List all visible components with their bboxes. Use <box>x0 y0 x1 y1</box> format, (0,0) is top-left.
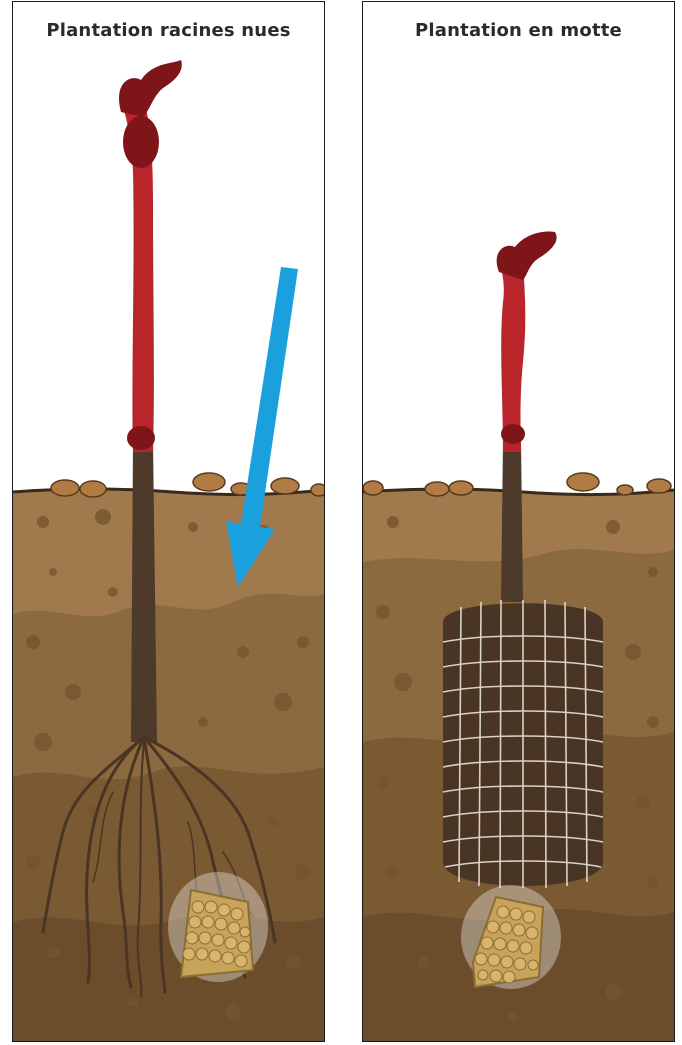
root-ball-illustration <box>363 2 674 1041</box>
fertilizer-bag-icon <box>461 885 561 989</box>
root-ball <box>443 600 603 888</box>
rootstock-trunk <box>131 442 157 742</box>
panel-root-ball: Plantation en motte <box>362 1 675 1042</box>
panel-title-bare-root: Plantation racines nues <box>13 20 324 41</box>
fertilizer-bag-icon <box>168 872 268 982</box>
panel-bare-root: Plantation racines nues <box>12 1 325 1042</box>
bare-root-illustration <box>13 2 324 1041</box>
grape-cane <box>501 264 525 452</box>
panel-title-root-ball: Plantation en motte <box>363 20 674 41</box>
rootstock-trunk <box>501 442 523 602</box>
